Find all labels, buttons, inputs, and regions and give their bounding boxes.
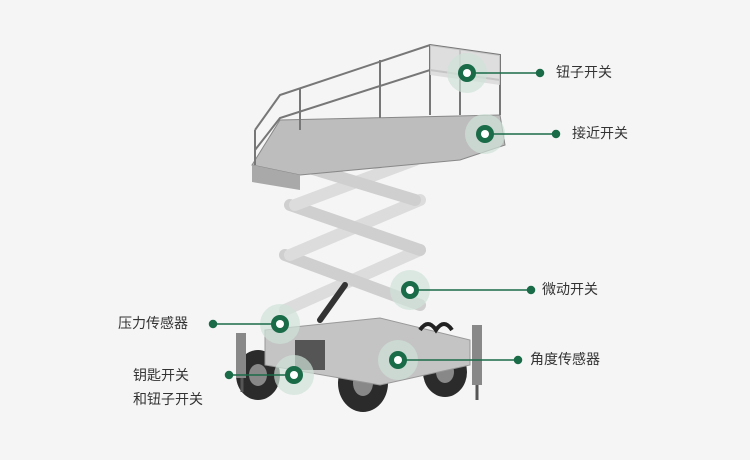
callout-dot-proximity-switch — [551, 129, 561, 139]
hotspot-center-angle-sensor — [394, 356, 402, 364]
label-pressure-sensor: 压力传感器 — [118, 316, 188, 332]
hotspot-center-toggle-switch-top — [463, 69, 471, 77]
label-micro-switch: 微动开关 — [542, 282, 598, 298]
label-proximity-switch: 接近开关 — [572, 126, 628, 142]
callout-dot-toggle-switch-top — [535, 68, 545, 78]
label-key-switch: 钥匙开关 — [133, 368, 189, 384]
callout-dot-micro-switch — [526, 285, 536, 295]
callout-dot-angle-sensor — [513, 355, 523, 365]
label-toggle-switch-top: 钮子开关 — [556, 65, 612, 81]
hotspot-center-pressure-sensor — [276, 320, 284, 328]
hotspot-center-key-switch — [290, 371, 298, 379]
label-angle-sensor: 角度传感器 — [530, 352, 600, 368]
label-key-switch-line2: 和钮子开关 — [133, 392, 203, 408]
hotspot-center-micro-switch — [406, 286, 414, 294]
hotspot-center-proximity-switch — [481, 130, 489, 138]
callout-dot-pressure-sensor — [208, 319, 218, 329]
callout-dot-key-switch — [224, 370, 234, 380]
